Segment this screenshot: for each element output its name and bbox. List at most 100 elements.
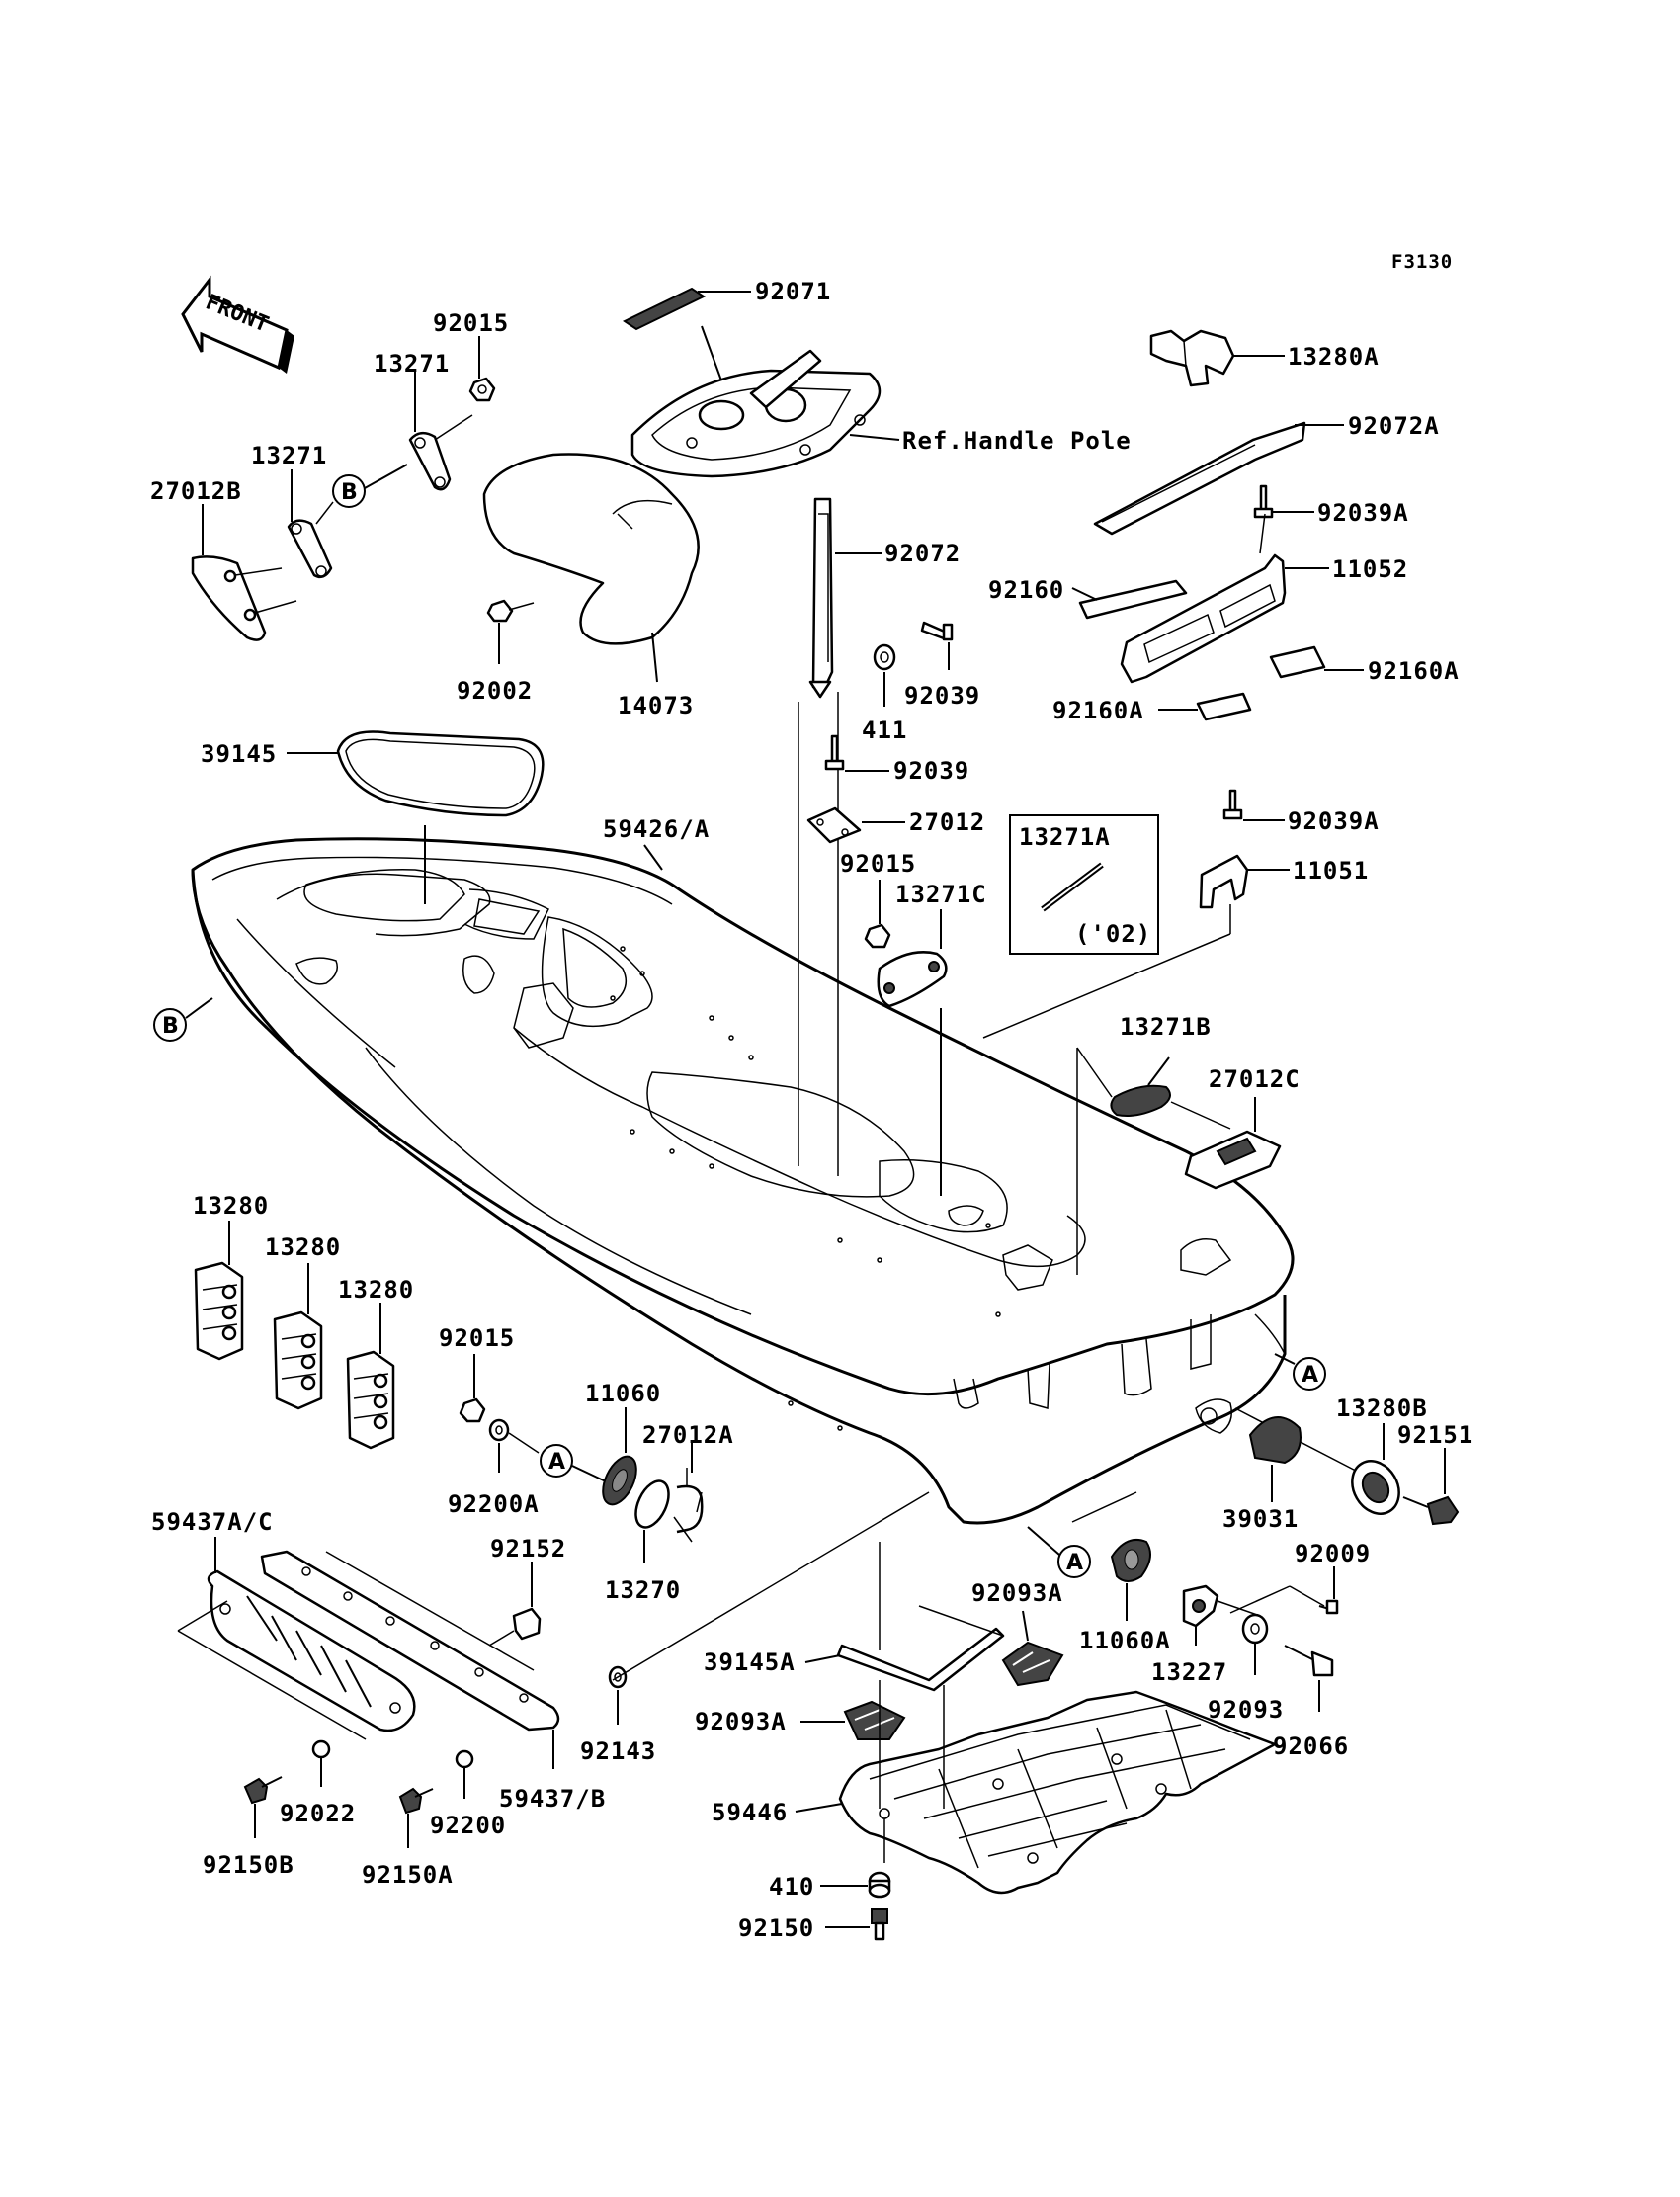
label-92072: 92072	[884, 540, 961, 567]
hull-59426A	[191, 837, 1295, 1525]
plate-13271-lower	[287, 519, 333, 579]
sponson-59437B	[260, 1550, 560, 1732]
label-92093A-lower: 92093A	[695, 1708, 787, 1735]
label-39145: 39145	[201, 740, 277, 768]
label-ref-handle-pole: Ref.Handle Pole	[902, 427, 1132, 455]
label-92150A: 92150A	[362, 1861, 454, 1889]
label-92002: 92002	[457, 677, 533, 705]
part-27012C	[1184, 1130, 1282, 1190]
label-92015-top: 92015	[433, 309, 509, 337]
clip-13280-3	[346, 1350, 395, 1450]
label-410: 410	[769, 1873, 814, 1901]
pad-92160	[1078, 579, 1188, 620]
callout-a-left: A	[540, 1444, 573, 1478]
clip-13280A	[1149, 329, 1235, 387]
washer-411	[873, 643, 896, 671]
washer-92200	[455, 1749, 474, 1769]
label-13271-lower: 13271	[251, 442, 327, 469]
bolt-92152	[512, 1607, 542, 1641]
label-92200A: 92200A	[448, 1490, 540, 1518]
gasket-39145A	[836, 1605, 1005, 1692]
label-27012A: 27012A	[642, 1421, 734, 1449]
part-11060A	[1110, 1538, 1151, 1582]
bracket-11052	[1120, 513, 1287, 684]
part-27012B	[191, 555, 297, 641]
label-92039-upper: 92039	[904, 682, 980, 710]
label-59426A: 59426/A	[603, 815, 710, 843]
strap-92072	[808, 497, 834, 699]
pin-92039-upper	[920, 621, 954, 641]
nut-92015-top	[468, 377, 496, 402]
pad-92093A-upper	[1001, 1641, 1064, 1687]
label-92072A: 92072A	[1348, 412, 1440, 440]
label-13271C: 13271C	[895, 881, 987, 908]
label-92093: 92093	[1208, 1696, 1284, 1724]
label-27012: 27012	[909, 808, 985, 836]
label-14073: 14073	[618, 692, 694, 719]
pad-92160A-left	[1196, 692, 1252, 721]
label-11060A: 11060A	[1079, 1627, 1171, 1654]
box-13271A	[1009, 814, 1159, 955]
label-13280-3: 13280	[338, 1276, 414, 1304]
bolt-92150A	[398, 1787, 434, 1815]
callout-a-right: A	[1293, 1357, 1326, 1391]
plate-13271-upper	[408, 431, 452, 491]
label-92152: 92152	[490, 1535, 566, 1563]
clip-13280-2	[273, 1310, 323, 1410]
label-92200: 92200	[430, 1812, 506, 1839]
label-13271B: 13271B	[1120, 1013, 1212, 1041]
label-13271A-note: ('02)	[1075, 920, 1151, 948]
part-92071-pad	[622, 287, 707, 331]
label-92150B: 92150B	[203, 1851, 294, 1879]
label-11060: 11060	[585, 1380, 661, 1407]
gasket-39145	[336, 730, 545, 817]
label-92160A-right: 92160A	[1368, 657, 1460, 685]
svg-text:B: B	[162, 1014, 179, 1039]
pin-92039A-upper	[1253, 484, 1274, 519]
label-13280-2: 13280	[265, 1233, 341, 1261]
label-92009: 92009	[1295, 1540, 1371, 1567]
label-59437AC: 59437A/C	[151, 1508, 274, 1536]
pin-92039A-lower	[1222, 789, 1243, 820]
label-13280B: 13280B	[1336, 1394, 1428, 1422]
plate-27012	[806, 806, 862, 844]
label-92151: 92151	[1397, 1421, 1473, 1449]
screw-92009	[1318, 1599, 1339, 1615]
clip-13280-1	[194, 1261, 244, 1361]
pin-92039-lower	[824, 734, 845, 771]
part-13270	[634, 1479, 670, 1529]
sponson-59437AC	[207, 1569, 416, 1732]
label-92015-low: 92015	[439, 1324, 515, 1352]
nut-92015-low	[459, 1397, 486, 1423]
figure-code: F3130	[1391, 251, 1453, 273]
label-92039-lower: 92039	[893, 757, 969, 785]
front-arrow-icon: FRONT	[181, 275, 294, 374]
label-92150: 92150	[738, 1914, 814, 1942]
svg-text:B: B	[341, 480, 358, 505]
strap-92072A	[1093, 421, 1306, 536]
ride-plate-59446	[838, 1690, 1277, 1895]
seat-14073	[482, 453, 700, 645]
label-27012C: 27012C	[1209, 1065, 1301, 1093]
label-11051: 11051	[1293, 857, 1369, 885]
label-92066: 92066	[1273, 1732, 1349, 1760]
label-59437B: 59437/B	[499, 1785, 606, 1813]
label-92039A-lower: 92039A	[1288, 807, 1380, 835]
label-92071: 92071	[755, 278, 831, 305]
label-13271A: 13271A	[1019, 823, 1111, 851]
bracket-11051	[1199, 854, 1249, 909]
bolt-92150	[871, 1908, 888, 1941]
bolt-92150B	[243, 1776, 283, 1805]
label-13280-1: 13280	[193, 1192, 269, 1220]
part-39031	[1248, 1416, 1302, 1465]
label-411: 411	[862, 717, 907, 744]
label-13280A: 13280A	[1288, 343, 1380, 371]
label-92039A-upper: 92039A	[1317, 499, 1409, 527]
label-92093A-upper: 92093A	[971, 1579, 1063, 1607]
svg-text:A: A	[548, 1450, 565, 1475]
clip-13280B	[1351, 1460, 1400, 1515]
label-39031: 39031	[1222, 1505, 1299, 1533]
washer-92200A	[488, 1418, 510, 1442]
label-92015-mid: 92015	[840, 850, 916, 878]
